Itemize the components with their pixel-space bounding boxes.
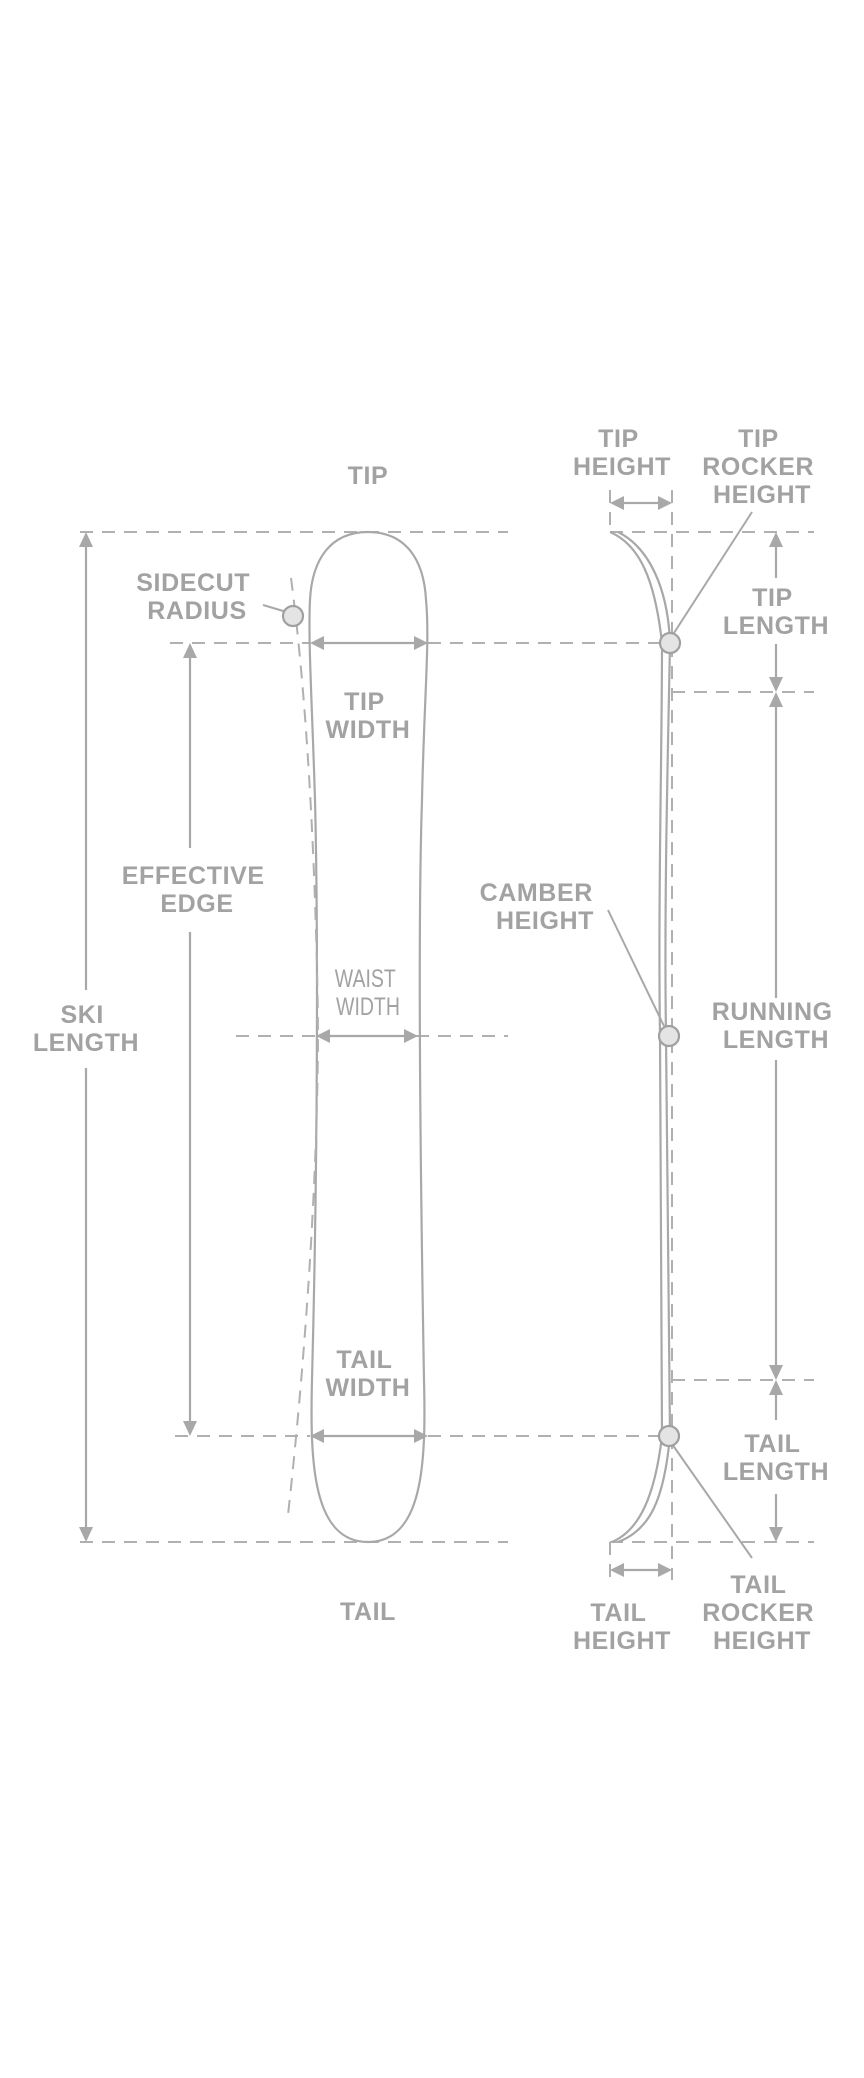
tip-length-arrowhead-bottom [769,677,783,692]
camber-height-leader [607,909,665,1027]
tip-width-label: TIP WIDTH [326,688,411,744]
ski-length-label: SKI LENGTH [33,1001,139,1057]
waist-width-label: WAIST WIDTH [335,965,401,1021]
tip-width-arrowhead-right [414,636,428,650]
tip-rocker-height-leader [671,511,753,637]
tip-height-arrowhead-right [658,496,672,510]
camber-marker [657,1024,681,1048]
tip-width-arrowhead-left [310,636,324,650]
tail-length-label: TAIL LENGTH [723,1430,829,1486]
effective-edge-arrowhead-bottom [183,1421,197,1436]
tail-height-label: TAIL HEIGHT [573,1599,671,1655]
tip-length-label: TIP LENGTH [723,584,829,640]
tip-contact-marker [658,631,682,655]
tail-rocker-height-label: TAIL ROCKER HEIGHT [702,1571,821,1655]
running-length-arrowhead-top [769,692,783,707]
tail-width-arrowhead-right [414,1429,428,1443]
running-length-label: RUNNING LENGTH [712,998,840,1054]
sidecut-radius-label: SIDECUT RADIUS [136,569,257,625]
tip-height-label: TIP HEIGHT [573,425,671,481]
tip-height-arrowhead-left [610,496,624,510]
tail-label: TAIL [340,1598,396,1626]
tip-label: TIP [348,462,389,490]
tail-rocker-height-leader [671,1443,753,1559]
tip-length-arrowhead-top [769,532,783,547]
effective-edge-arrowhead-top [183,643,197,658]
tail-width-label: TAIL WIDTH [326,1346,411,1402]
tail-height-arrowhead-left [610,1563,624,1577]
camber-height-label: CAMBER HEIGHT [480,879,601,935]
running-length-arrowhead-bottom [769,1365,783,1380]
tail-length-arrowhead-top [769,1380,783,1395]
tail-length-arrowhead-bottom [769,1527,783,1542]
sidecut-radius-marker [281,604,305,628]
ski-outline [308,530,429,1544]
tail-height-arrowhead-right [658,1563,672,1577]
ski-length-arrowhead-top [79,532,93,547]
waist-width-arrowhead-right [404,1029,418,1043]
tail-contact-marker [657,1424,681,1448]
sidecut-radius-arc [287,577,320,1516]
tip-rocker-height-label: TIP ROCKER HEIGHT [702,425,821,509]
tail-width-arrowhead-left [310,1429,324,1443]
ski-length-arrowhead-bottom [79,1527,93,1542]
waist-width-arrowhead-left [316,1029,330,1043]
effective-edge-label: EFFECTIVE EDGE [122,862,272,918]
ski-profile-top-line [609,530,664,1544]
